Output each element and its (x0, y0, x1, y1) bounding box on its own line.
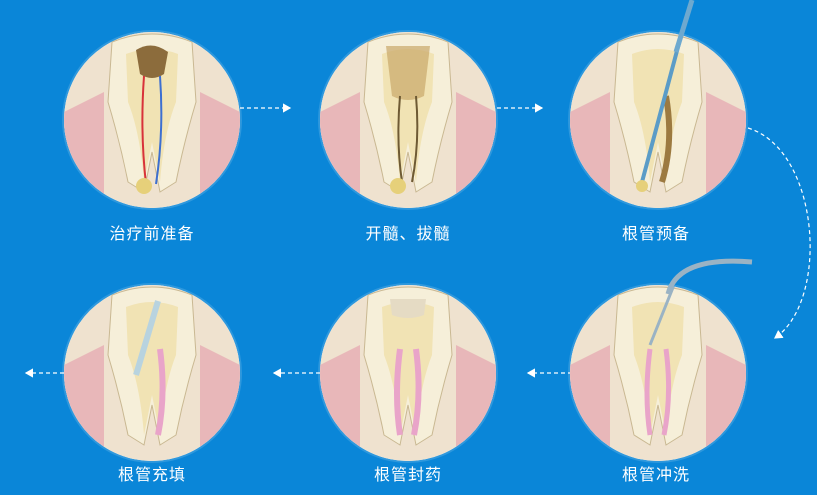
syringe-needle-icon (648, 285, 676, 346)
step-5-illustration (320, 285, 496, 461)
step-2-illustration (320, 32, 496, 208)
nerve-red (141, 75, 147, 185)
canal-flushed (644, 348, 653, 436)
opened-chamber (386, 46, 430, 100)
file-handle-icon (673, 0, 695, 53)
gutta-percha-point-icon (133, 300, 161, 376)
step-1-label: 治疗前准备 (109, 224, 195, 243)
arrow-3-4 (747, 127, 811, 339)
nerve-blue (155, 75, 163, 185)
syringe-handle-icon (665, 258, 753, 295)
decay-area (136, 45, 168, 78)
step-6-label: 根管充填 (117, 465, 186, 484)
step-4-illustration (570, 285, 746, 461)
step-3-illustration (570, 32, 746, 208)
step-6-illustration (64, 285, 240, 461)
filled-canal (155, 348, 166, 436)
canal-shaping (659, 95, 673, 183)
step-2-label: 开髓、拔髓 (365, 224, 451, 243)
medicated-canal (394, 348, 403, 436)
pulp-canal (397, 95, 403, 183)
step-5-label: 根管封药 (373, 465, 442, 484)
step-3-label: 根管预备 (621, 224, 690, 243)
step-1-illustration (64, 32, 240, 208)
step-4-label: 根管冲洗 (621, 465, 690, 484)
temporary-seal (390, 299, 426, 318)
file-instrument-icon (640, 32, 684, 183)
